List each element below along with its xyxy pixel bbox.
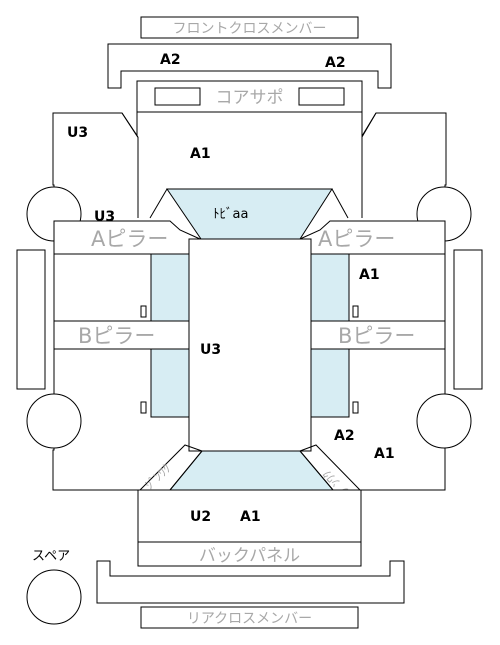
front-floor-right-edge bbox=[331, 188, 349, 219]
code-a2-front-left: A2 bbox=[160, 52, 181, 68]
core-support-label: コアサポ bbox=[216, 88, 284, 108]
code-a2-front-right: A2 bbox=[325, 55, 346, 71]
rocker-right-rear bbox=[310, 348, 350, 418]
front-floor-label: ﾄﾋﾞaa bbox=[213, 207, 248, 222]
front-bumper-bracket bbox=[107, 43, 392, 89]
a-pillar-left-label: Aピラー bbox=[91, 227, 168, 251]
a-pillar-right-label: Aピラー bbox=[318, 227, 395, 251]
core-support-left-slot bbox=[154, 87, 201, 106]
b-pillar-left bbox=[53, 320, 190, 350]
rear-floor-panel bbox=[168, 450, 335, 491]
rear-bumper-bracket bbox=[96, 560, 405, 604]
marker-right-rear bbox=[352, 401, 359, 414]
wheel-rear-left bbox=[26, 393, 82, 449]
back-panel-label: バックパネル bbox=[199, 546, 300, 566]
code-u2-rear: U2 bbox=[190, 509, 211, 525]
right-fender-line bbox=[361, 112, 377, 138]
wheel-rear-right bbox=[416, 393, 472, 449]
core-support-right-slot bbox=[298, 87, 345, 106]
left-fender-line bbox=[121, 112, 139, 138]
code-a1-front-center: A1 bbox=[190, 146, 211, 162]
spare-label: スペア bbox=[32, 549, 70, 564]
code-a1-right-side: A1 bbox=[359, 267, 380, 283]
center-floor bbox=[188, 238, 312, 452]
back-panel-box bbox=[137, 541, 362, 567]
code-a1-rear: A1 bbox=[240, 509, 261, 525]
side-sill-left bbox=[16, 249, 46, 390]
front-cross-member-label: フロントクロスメンバー bbox=[173, 21, 327, 37]
code-u3-front-left: U3 bbox=[67, 125, 88, 141]
front-floor-panel bbox=[166, 188, 333, 240]
code-u3-left-pillar: U3 bbox=[94, 209, 115, 225]
marker-left-rear bbox=[140, 401, 147, 414]
spare-tire bbox=[26, 569, 82, 625]
code-a2-right-rear: A2 bbox=[334, 428, 355, 444]
marker-left-front bbox=[140, 305, 147, 318]
front-floor-left-edge bbox=[149, 188, 168, 219]
marker-right-front bbox=[352, 305, 359, 318]
front-cross-member-box bbox=[140, 16, 359, 39]
wheelhouse-left-label: ｼﾞﾝﾜｸ bbox=[142, 461, 173, 492]
code-u3-center: U3 bbox=[200, 342, 221, 358]
rocker-right-front bbox=[310, 253, 350, 322]
b-pillar-right-label: Bピラー bbox=[338, 324, 415, 348]
b-pillar-left-label: Bピラー bbox=[78, 324, 155, 348]
rocker-left-front bbox=[150, 253, 190, 322]
side-sill-right bbox=[453, 249, 483, 390]
b-pillar-right bbox=[310, 320, 446, 350]
rear-cross-member-box bbox=[140, 606, 359, 629]
rear-cross-member-label: リアクロスメンバー bbox=[187, 611, 312, 627]
rocker-left-rear bbox=[150, 348, 190, 418]
code-a1-right-rear: A1 bbox=[374, 446, 395, 462]
